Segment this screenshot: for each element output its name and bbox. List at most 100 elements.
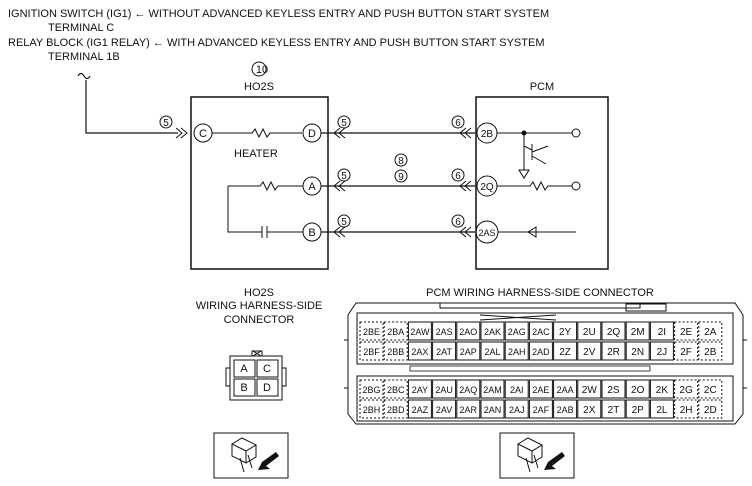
pcm-pin-cell (625, 379, 650, 399)
pcm-pin-label: 2AZ (412, 405, 429, 415)
wire-ref-b: 5 (341, 217, 347, 228)
pcm-pin-cell (553, 399, 578, 419)
pcm-connector-title: PCM WIRING HARNESS-SIDE CONNECTOR (426, 287, 654, 299)
pcm-pin-label: 2BG (362, 385, 380, 395)
pcm-pin-label: 2J (657, 347, 668, 358)
ho2s-terminal-c: C (199, 128, 207, 140)
pcm-pin-cell (432, 379, 457, 399)
pcm-pin-cell (480, 379, 505, 399)
wire-ref-mid1: 8 (398, 156, 404, 167)
connector-arrow-c (175, 127, 188, 139)
pcm-pin-cell (649, 379, 674, 399)
pcm-pin-label: 2AO (459, 327, 477, 337)
pcm-pin-cell (625, 341, 650, 361)
pcm-pin-label: 2F (680, 347, 692, 358)
pcm-pin-label: 2AN (484, 405, 502, 415)
pcm-pin-label: 2AB (557, 405, 574, 415)
pcm-pin-cell (577, 341, 602, 361)
wire-ref-d: 5 (341, 118, 347, 129)
pcm-pin-label: 2T (608, 405, 620, 416)
pcm-pin-cell (359, 379, 384, 399)
pcm-pin-cell (456, 379, 481, 399)
power-note-line3: RELAY BLOCK (IG1 RELAY) ← WITH ADVANCED … (8, 37, 545, 49)
pcm-pin-cell (432, 399, 457, 419)
pcm-pin-label: 2AE (532, 385, 549, 395)
pcm-pin-label: 2AJ (509, 405, 525, 415)
pcm-pin-cell (359, 399, 384, 419)
pcm-pin-label: 2AT (436, 347, 452, 357)
pcm-pin-cell (698, 399, 723, 419)
pcm-pin-label: 2AC (532, 327, 550, 337)
pcm-pin-cell (359, 321, 384, 341)
pcm-pin-cell (504, 341, 529, 361)
pcm-pin-label: 2AU (435, 385, 453, 395)
pcm-pin-label: 2Z (559, 347, 571, 358)
pcm-pin-cell (553, 379, 578, 399)
pcm-pin-label: 2AA (557, 385, 574, 395)
pcm-pin-label: 2M (631, 327, 645, 338)
pcm-pin-cell (601, 379, 626, 399)
pcm-pin-cell (674, 321, 699, 341)
pcm-pin-label: 2V (583, 347, 596, 358)
pcm-pin-label: 2AM (483, 385, 502, 395)
wire-ref-pcm-2q: 6 (455, 171, 461, 182)
pcm-pin-cell (649, 321, 674, 341)
pcm-pin-cell (649, 399, 674, 419)
pcm-pin-label: 2AI (510, 385, 524, 395)
pcm-pin-label: 2E (680, 327, 693, 338)
pcm-pin-label: 2AH (508, 347, 526, 357)
ho2s-pin-c: C (263, 363, 271, 375)
pcm-pin-label: 2BD (387, 405, 405, 415)
pcm-pin-label: 2D (704, 405, 717, 416)
power-note-line2: TERMINAL C (48, 22, 114, 34)
pcm-pin-cell (383, 341, 408, 361)
pcm-pin-cell (432, 341, 457, 361)
pcm-pin-cell (553, 341, 578, 361)
pcm-pin-cell (456, 399, 481, 419)
pcm-pin-label: 2I (658, 327, 666, 338)
pcm-pin-label: 2BF (363, 347, 380, 357)
pcm-pin-cell (383, 379, 408, 399)
pcm-pin-label: 2W (582, 385, 598, 396)
pcm-pin-cell (698, 341, 723, 361)
pcm-internal-circuit (497, 128, 581, 238)
ho2s-connector-title-3: CONNECTOR (224, 314, 295, 326)
pcm-pin-cell (698, 379, 723, 399)
pcm-pin-label: 2BA (387, 327, 404, 337)
pcm-title: PCM (530, 81, 554, 93)
pcm-pin-cell (407, 399, 432, 419)
pcm-pin-cell (528, 341, 553, 361)
pcm-pin-label: 2C (704, 385, 717, 396)
ho2s-connector-face (225, 350, 287, 401)
pcm-pin-label: 2X (583, 405, 596, 416)
pcm-pin-label: 2AY (412, 385, 428, 395)
pcm-pin-cell (480, 321, 505, 341)
ho2s-internal-circuit (193, 123, 322, 242)
ho2s-title: HO2S (244, 81, 274, 93)
pcm-pin-label: 2Y (559, 327, 572, 338)
wire-ref-mid2: 9 (398, 172, 404, 183)
pcm-pin-cell (601, 399, 626, 419)
pcm-pin-label: 2AS (436, 327, 453, 337)
pcm-pin-label: 2AF (533, 405, 550, 415)
pcm-pin-cell (383, 321, 408, 341)
pcm-pin-cell (456, 321, 481, 341)
ho2s-terminal-d: D (308, 128, 316, 140)
pcm-pin-cell (528, 399, 553, 419)
ho2s-pin-b: B (240, 382, 247, 394)
ho2s-terminal-b: B (308, 227, 315, 239)
pcm-pin-cell (674, 379, 699, 399)
probe-connector-icon (213, 432, 289, 479)
pcm-pin-cell (504, 379, 529, 399)
pcm-pin-label: 2G (679, 385, 693, 396)
pcm-pin-label: 2A (704, 327, 717, 338)
pcm-pin-cell (383, 399, 408, 419)
pcm-pin-cell (480, 341, 505, 361)
heater-label: HEATER (234, 148, 278, 160)
pcm-terminal-2as: 2AS (478, 228, 495, 238)
pcm-pin-label: 2BC (387, 385, 405, 395)
pcm-terminal-2q: 2Q (480, 182, 494, 193)
pcm-pin-cell (625, 321, 650, 341)
pcm-pin-label: 2P (632, 405, 645, 416)
